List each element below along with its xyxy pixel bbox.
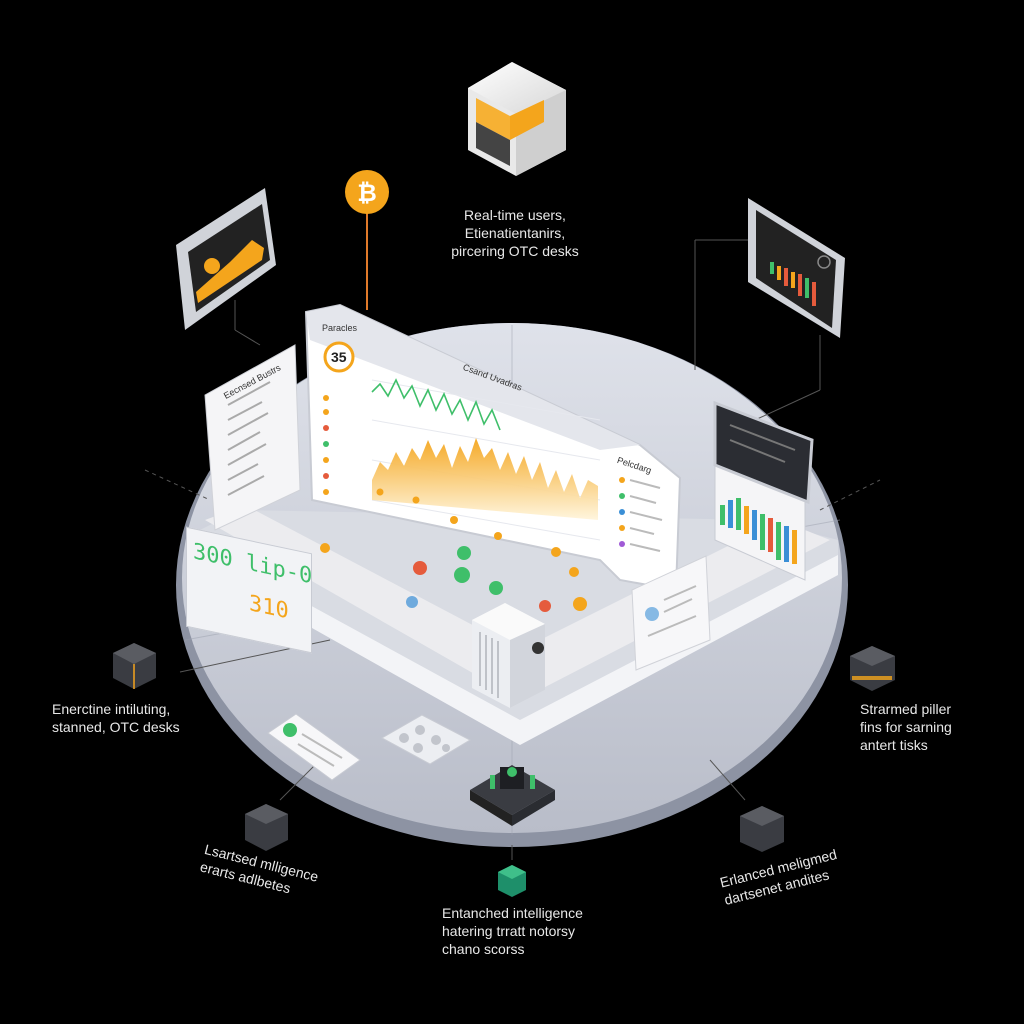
mini-cube-bottom-center — [498, 865, 526, 897]
label-right-middle: Strarmed piller fins for sarning antert … — [860, 701, 952, 753]
gauge-value: 35 — [331, 349, 347, 365]
coin-icons — [320, 543, 587, 612]
bitcoin-icon: ₿ — [357, 179, 377, 207]
guide-lines — [144, 239, 881, 860]
circuit-chip-icon — [470, 765, 555, 826]
mini-cube-bottom-right — [740, 806, 784, 852]
label-left-middle: Enerctine intiluting, stanned, OTC desks — [52, 701, 180, 735]
stacked-card-cube-icon — [468, 62, 566, 176]
bitcoin-marker: ₿ — [345, 170, 389, 310]
network-cluster — [380, 714, 472, 765]
green-line-series — [371, 378, 501, 431]
dashboard-corner-title: Paracles — [322, 323, 358, 333]
right-barchart-card — [713, 400, 814, 581]
counter-line-2: 310 — [249, 591, 289, 625]
mini-cube-left — [113, 643, 156, 689]
label-bottom-center: Entanched intelligence hatering trratt n… — [442, 905, 583, 957]
mini-cube-bottom-left — [245, 804, 288, 851]
floating-tablet-right — [748, 198, 845, 338]
left-side-panel — [204, 344, 301, 531]
floating-tablet-left — [176, 188, 276, 330]
area-series — [372, 438, 598, 520]
small-info-card — [631, 555, 711, 671]
server-stack-icon — [472, 603, 545, 708]
mini-cube-right — [850, 646, 895, 691]
tag-card — [267, 713, 361, 781]
label-top-right: Real-time users, Etienatientanirs, pirce… — [451, 207, 579, 259]
